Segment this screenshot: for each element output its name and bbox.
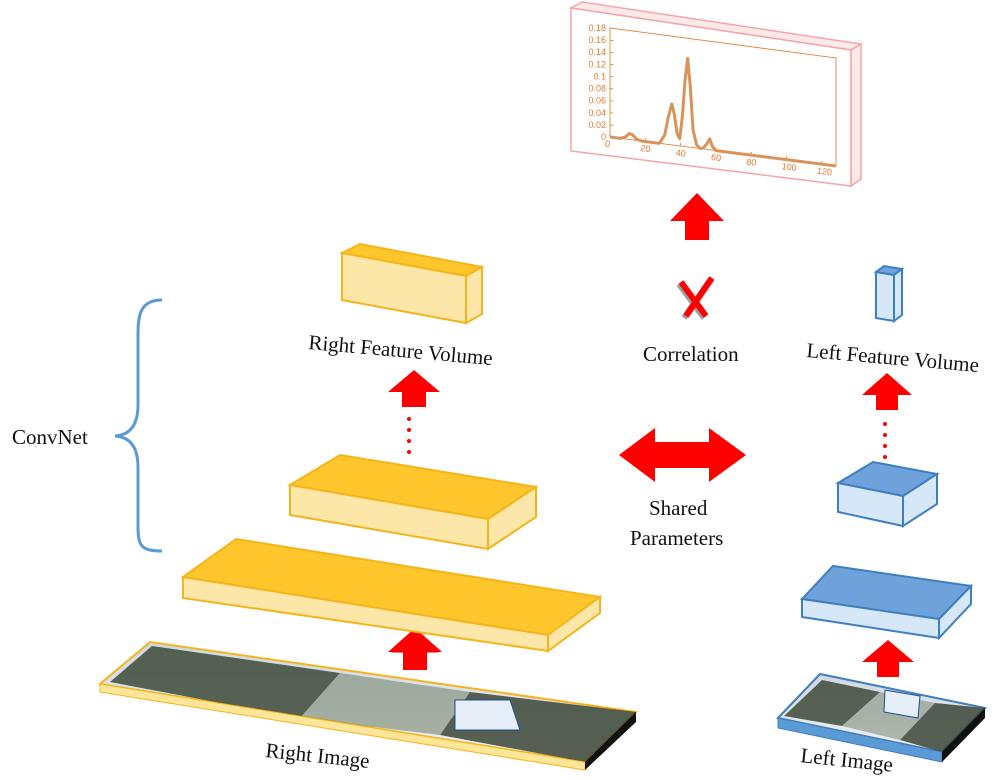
right-conv-block-1: [180, 537, 603, 653]
y-tick-label: 0: [601, 132, 606, 142]
correlation-icon: [676, 276, 715, 320]
right-image-strip: [97, 640, 639, 771]
x-tick-label: 100: [781, 161, 797, 173]
right-feature-volume: [338, 242, 485, 325]
correlation-plot: 0 20 40 60 80 100 120 0 0.02 0.04 0.06 0.08 0.1 0.12 0…: [568, 1, 864, 188]
up-arrow-left-2: [862, 373, 912, 410]
up-arrow-right-2: [388, 370, 440, 407]
y-tick-label: 0.04: [588, 108, 606, 118]
convnet-brace: [114, 298, 163, 553]
x-tick-label: 0: [605, 138, 611, 149]
up-arrow-correlation: [670, 193, 724, 240]
y-tick-label: 0.1: [593, 71, 606, 81]
shared-parameters-double-arrow: [619, 428, 746, 482]
x-tick-label: 40: [675, 148, 686, 159]
shared-parameters-label-line2: Parameters: [630, 526, 723, 550]
right-dotted-connector: [407, 417, 411, 454]
left-conv-block-2: [835, 460, 940, 528]
left-image-strip: [776, 672, 987, 763]
y-tick-label: 0.02: [588, 120, 606, 130]
shared-parameters-label-line1: Shared: [649, 496, 708, 520]
y-tick-label: 0.18: [588, 23, 606, 33]
x-tick-label: 80: [746, 157, 757, 168]
left-dotted-connector: [883, 422, 887, 459]
x-tick-label: 20: [640, 143, 651, 154]
left-feature-volume-label: Left Feature Volume: [806, 338, 980, 377]
right-feature-volume-label: Right Feature Volume: [308, 330, 494, 370]
y-tick-label: 0.12: [588, 59, 606, 69]
left-conv-block-1: [799, 564, 974, 641]
y-tick-label: 0.16: [588, 35, 606, 45]
y-tick-label: 0.08: [588, 84, 606, 94]
right-image-label: Right Image: [264, 738, 370, 773]
correlation-series-line: [609, 56, 837, 168]
plot-area: 0 20 40 60 80 100 120 0 0.02 0.04 0.06 0.08 0.1 0.12 0…: [588, 23, 837, 178]
correlation-label: Correlation: [643, 342, 739, 366]
up-arrow-left-1: [862, 640, 914, 677]
up-arrow-right-1b: [388, 628, 442, 670]
x-tick-label: 120: [816, 166, 832, 178]
x-tick-label: 60: [711, 152, 722, 163]
y-tick-label: 0.14: [588, 47, 606, 57]
convnet-label: ConvNet: [12, 425, 88, 449]
y-tick-label: 0.06: [588, 96, 606, 106]
left-feature-volume: [873, 264, 905, 323]
right-conv-block-2: [287, 453, 539, 551]
